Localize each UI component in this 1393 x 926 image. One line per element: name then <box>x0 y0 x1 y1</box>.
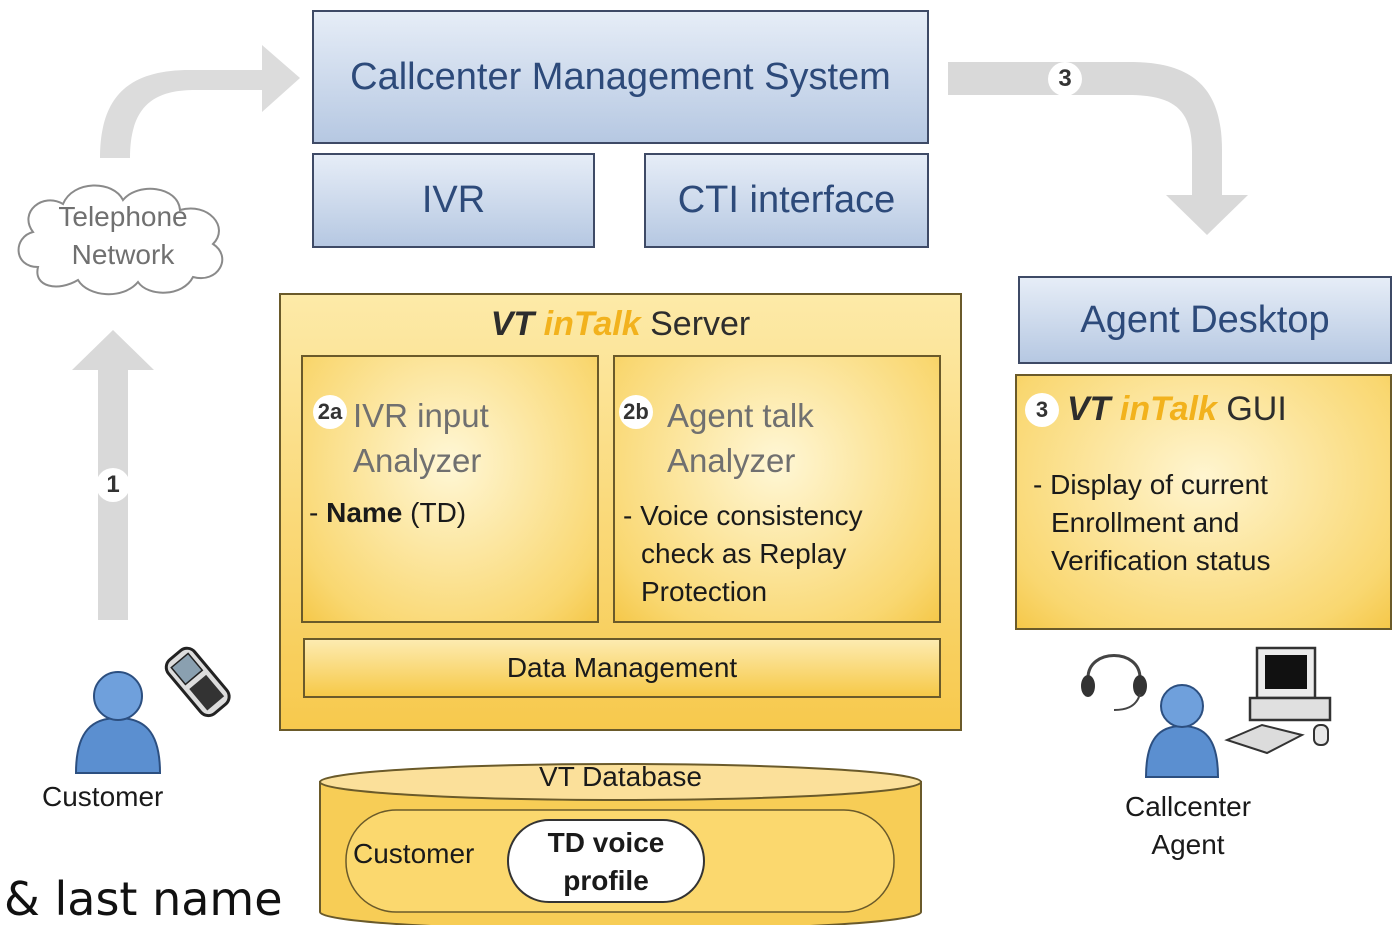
badge-2b: 2b <box>619 395 653 429</box>
data-management-box: Data Management <box>303 638 941 698</box>
agent-talk-analyzer: 2b Agent talk Analyzer - Voice consisten… <box>613 355 941 623</box>
vt-intalk-gui: 3 VT inTalk GUI - Display of current Enr… <box>1015 374 1392 630</box>
callcenter-agent-label: Callcenter Agent <box>1124 791 1252 860</box>
vt-database-title: VT Database <box>539 761 702 792</box>
customer-label: Customer <box>42 781 164 812</box>
cti-interface-box: CTI interface <box>644 153 929 248</box>
mobile-phone-icon <box>164 646 231 718</box>
vt-database-cylinder <box>319 763 922 925</box>
agent-analyzer-bullet: - Voice consistency check as Replay Prot… <box>623 500 863 607</box>
customer-person-icon <box>74 671 162 774</box>
network-to-cms-arrow <box>100 45 300 158</box>
gui-bullet: - Display of current Enrollment and Veri… <box>1033 469 1271 576</box>
callcenter-management-system: Callcenter Management System <box>312 10 929 144</box>
computer-icon <box>1224 646 1332 755</box>
badge-3: 3 <box>1025 393 1059 427</box>
cms-to-agent-arrow <box>948 62 1248 235</box>
td-voice-profile: TD voice profile <box>547 827 665 896</box>
ivr-box: IVR <box>312 153 595 248</box>
agent-person-icon <box>1144 684 1220 778</box>
database-customer-label: Customer <box>353 838 475 869</box>
server-title: VT inTalk Server <box>490 305 751 343</box>
step1-badge: 1 <box>96 468 130 502</box>
ivr-input-analyzer: 2a IVR input Analyzer - Name (TD) <box>301 355 599 623</box>
headset-icon <box>1081 654 1147 711</box>
ivr-analyzer-title: IVR input Analyzer <box>353 397 489 479</box>
step3-badge: 3 <box>1048 62 1082 96</box>
ivr-analyzer-bullet: - Name (TD) <box>309 497 467 528</box>
badge-2a: 2a <box>313 395 347 429</box>
telephone-network-label: Telephone Network <box>58 201 188 270</box>
agent-analyzer-title: Agent talk Analyzer <box>667 397 814 479</box>
gui-title: VT inTalk GUI <box>1067 390 1287 428</box>
cloud-icon <box>17 184 224 296</box>
agent-desktop-box: Agent Desktop <box>1018 276 1392 364</box>
footer-text: & last name <box>4 872 283 926</box>
